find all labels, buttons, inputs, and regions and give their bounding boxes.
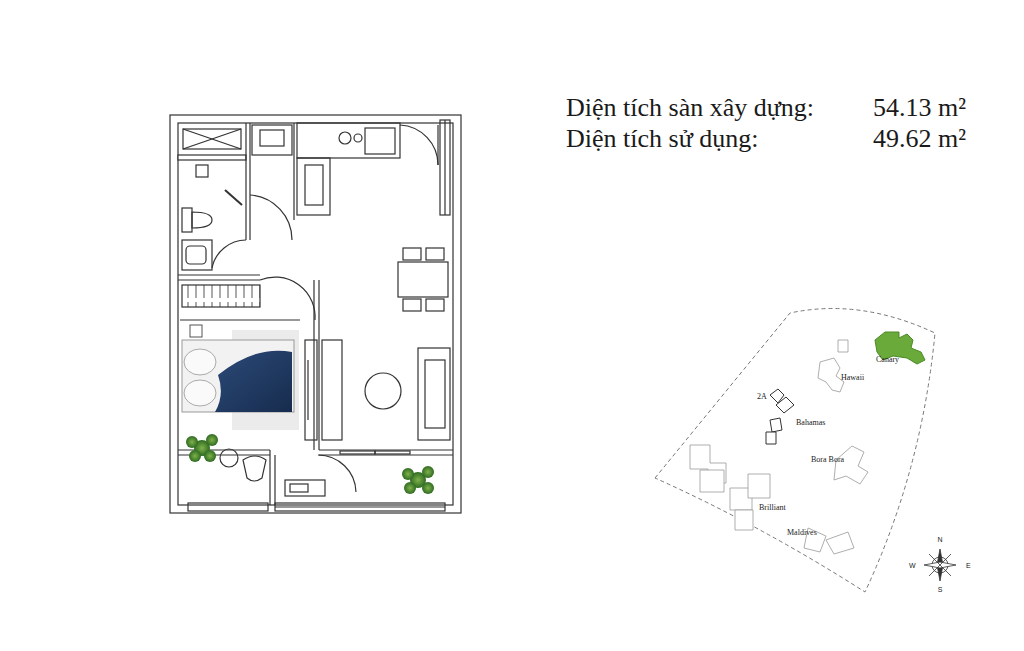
area-label: Diện tích sử dụng:: [566, 126, 758, 152]
area-label: Diện tích sàn xây dựng:: [566, 95, 814, 121]
area-value: 54.13 m²: [873, 95, 966, 121]
building-name: Hawaii: [841, 374, 864, 382]
compass-letter: S: [938, 586, 943, 593]
building-name: 2A: [757, 393, 767, 401]
area-value: 49.62 m²: [873, 126, 966, 152]
compass-letter: W: [909, 562, 916, 569]
building-name: Maldives: [787, 529, 817, 537]
building-name: Bora Bora: [811, 456, 844, 464]
compass-letter: E: [966, 562, 971, 569]
compass-letter: N: [937, 536, 942, 543]
building-name: Brilliant: [759, 504, 786, 512]
building-name: Bahamas: [796, 419, 825, 427]
building-name: Canary: [876, 356, 899, 364]
